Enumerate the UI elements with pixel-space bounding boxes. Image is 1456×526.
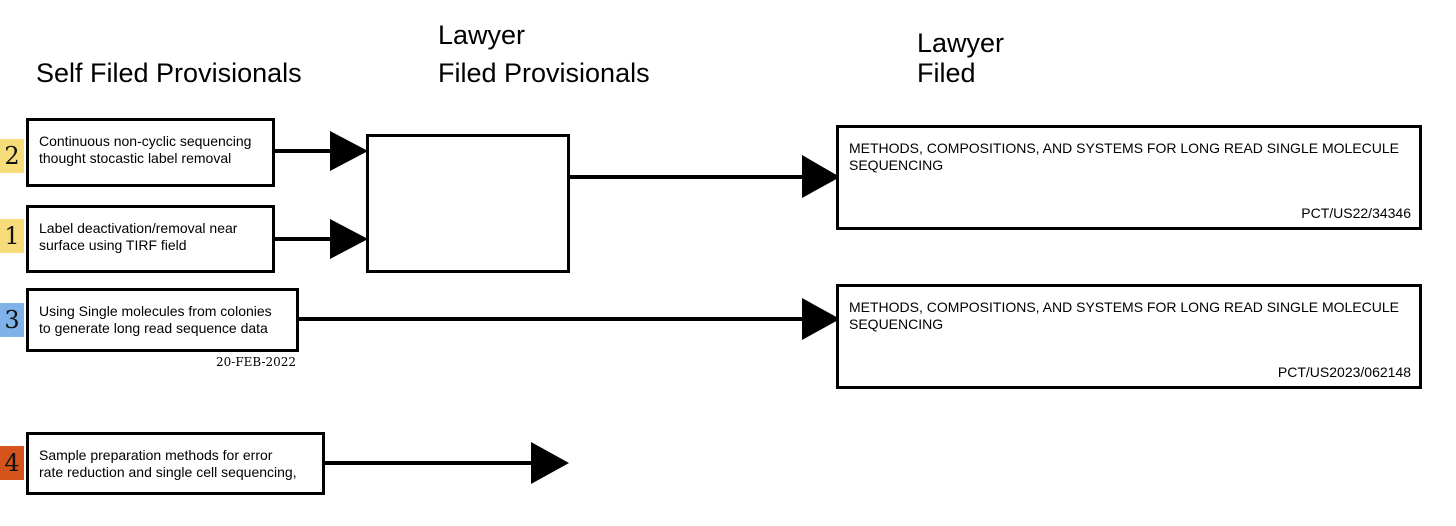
provisional-2-line2: thought stocastic label removal xyxy=(39,150,232,166)
lawyer-filed-box-1: METHODS, COMPOSITIONS, AND SYSTEMS FOR L… xyxy=(836,125,1422,230)
header-lawyer-filed-line2: Filed xyxy=(917,58,976,88)
badge-2: 2 xyxy=(0,139,24,173)
lawyer-provisional-box xyxy=(366,134,570,273)
provisional-3-line1: Using Single molecules from colonies xyxy=(39,303,272,319)
provisional-text-1: Label deactivation/removal near surface … xyxy=(39,220,264,254)
provisional-text-4: Sample preparation methods for error rat… xyxy=(39,447,314,481)
provisional-2-line1: Continuous non-cyclic sequencing xyxy=(39,133,252,149)
lawyer-filed-1-title: METHODS, COMPOSITIONS, AND SYSTEMS FOR L… xyxy=(849,140,1399,173)
header-lawyer-filed-line1: Lawyer xyxy=(917,28,1005,58)
badge-3: 3 xyxy=(0,303,24,337)
lawyer-filed-2-number: PCT/US2023/062148 xyxy=(1277,364,1411,380)
provisional-box-2: Continuous non-cyclic sequencing thought… xyxy=(26,118,275,187)
provisional-box-4: Sample preparation methods for error rat… xyxy=(26,432,325,495)
header-lawyer-provisionals-line2: Filed Provisionals xyxy=(438,58,650,88)
lawyer-filed-2-title: METHODS, COMPOSITIONS, AND SYSTEMS FOR L… xyxy=(849,299,1399,332)
provisional-box-3: Using Single molecules from colonies to … xyxy=(26,288,299,352)
arrowhead-lawyer-provisional xyxy=(802,155,840,198)
badge-4: 4 xyxy=(0,446,24,480)
header-self-filed: Self Filed Provisionals xyxy=(36,58,302,88)
provisional-3-line2: to generate long read sequence data xyxy=(39,320,268,336)
arrowhead-1 xyxy=(330,219,368,259)
arrowhead-2 xyxy=(330,131,368,171)
provisional-1-line2: surface using TIRF field xyxy=(39,237,187,253)
lawyer-filed-1-number: PCT/US22/34346 xyxy=(1301,205,1411,221)
provisional-box-1: Label deactivation/removal near surface … xyxy=(26,205,275,273)
provisional-text-2: Continuous non-cyclic sequencing thought… xyxy=(39,133,264,167)
arrowhead-4 xyxy=(531,442,569,484)
provisional-4-line1: Sample preparation methods for error xyxy=(39,447,273,463)
provisional-3-date: 20-FEB-2022 xyxy=(216,355,297,369)
badge-1: 1 xyxy=(0,219,24,253)
provisional-4-line2: rate reduction and single cell sequencin… xyxy=(39,464,297,480)
lawyer-filed-box-2: METHODS, COMPOSITIONS, AND SYSTEMS FOR L… xyxy=(836,284,1422,389)
header-lawyer-provisionals-line1: Lawyer xyxy=(438,20,526,50)
arrowhead-3 xyxy=(802,298,840,340)
provisional-text-3: Using Single molecules from colonies to … xyxy=(39,303,288,337)
provisional-1-line1: Label deactivation/removal near xyxy=(39,220,238,236)
